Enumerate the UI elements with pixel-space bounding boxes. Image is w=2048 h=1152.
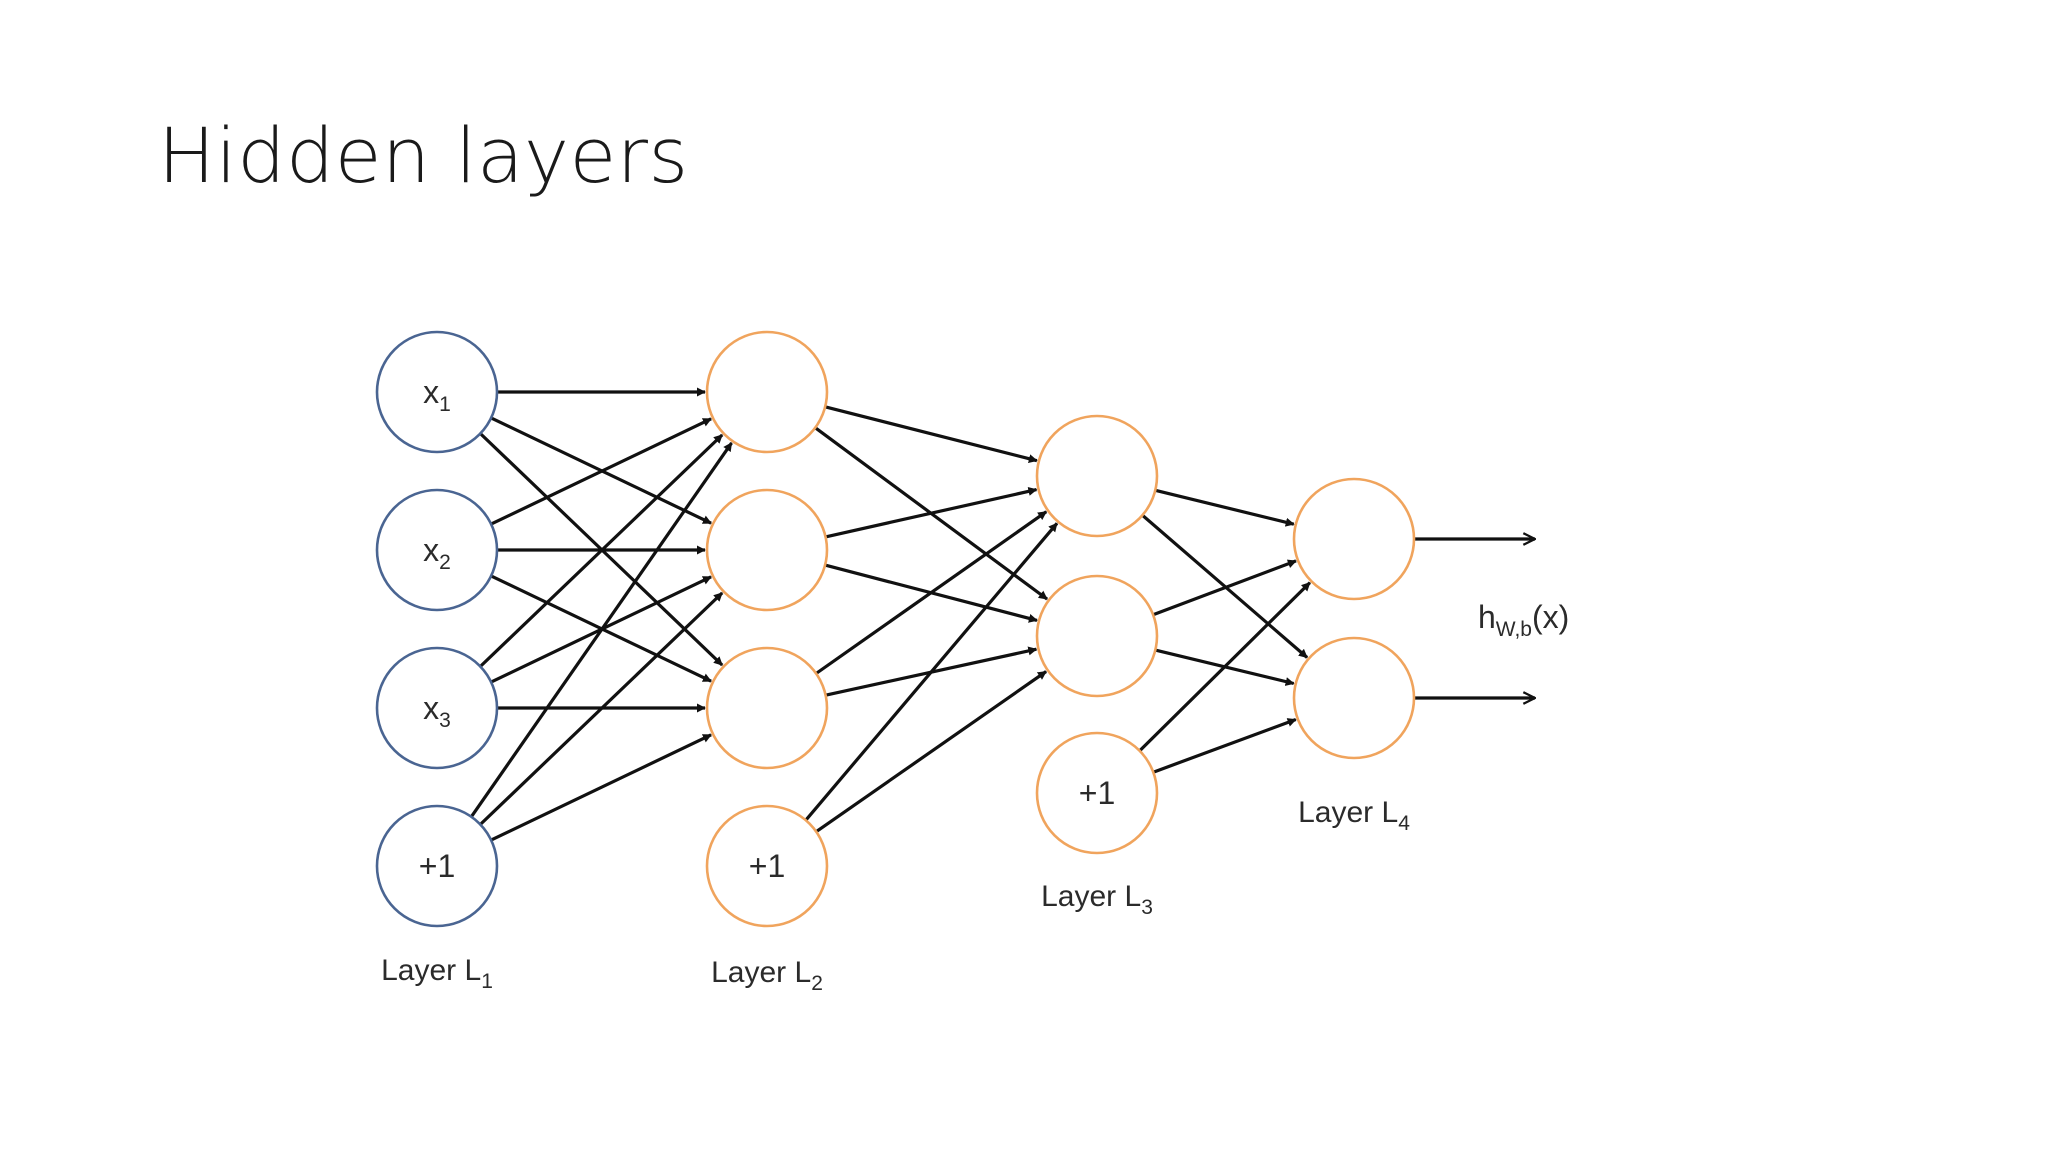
bias-label: +1 <box>419 848 455 884</box>
connection-arrow <box>1138 581 1312 752</box>
connection-arrow <box>479 591 724 826</box>
neuron-node <box>705 646 829 770</box>
neuron-node <box>705 488 829 612</box>
bias-node <box>705 804 829 928</box>
connection-arrow <box>1152 717 1297 774</box>
input-node <box>375 646 499 770</box>
connection-arrow <box>490 733 712 842</box>
connection-arrow <box>824 405 1038 464</box>
layer-label: Layer L1 <box>381 954 493 993</box>
connection-arrow <box>490 417 712 526</box>
neuron-node <box>1035 574 1159 698</box>
bias-label: +1 <box>1079 775 1115 811</box>
bias-node <box>375 804 499 928</box>
slide-title: Hidden layers <box>158 111 689 200</box>
input-node <box>375 330 499 454</box>
connection-arrow <box>825 486 1038 539</box>
connection-arrow <box>1154 488 1295 527</box>
bias-node <box>1035 731 1159 855</box>
layer-label: Layer L4 <box>1298 796 1410 835</box>
layer-labels: Layer L1 Layer L2 Layer L3 Layer L4 hW,b(x) <box>381 599 1569 995</box>
neuron-node <box>1292 477 1416 601</box>
input-node <box>375 488 499 612</box>
connections <box>469 387 1535 842</box>
connection-arrow <box>1152 559 1297 617</box>
neuron-node <box>1035 414 1159 538</box>
layer-label: Layer L3 <box>1041 880 1153 919</box>
neuron-node <box>705 330 829 454</box>
layer-label: Layer L2 <box>711 956 823 995</box>
output-hypothesis-label: hW,b(x) <box>1478 599 1569 641</box>
connection-arrow <box>815 510 1048 675</box>
connection-arrow <box>815 670 1048 834</box>
connection-arrow <box>479 433 724 668</box>
connection-arrow <box>804 522 1059 822</box>
connection-arrow <box>469 441 733 818</box>
neuron-node <box>1292 636 1416 760</box>
bias-label: +1 <box>749 848 785 884</box>
